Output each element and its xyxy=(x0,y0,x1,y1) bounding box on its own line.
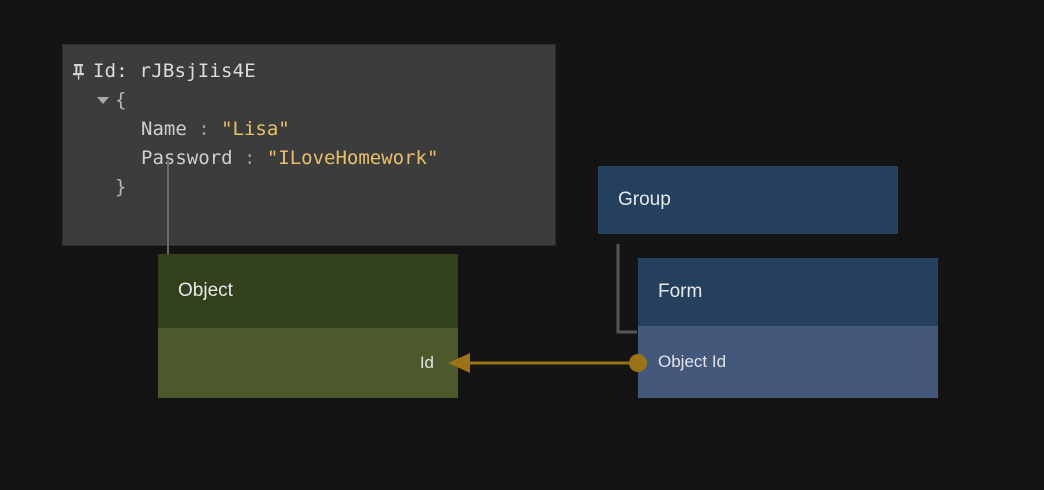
tooltip-title: Id: rJBsjIis4E xyxy=(93,60,256,82)
node-form-row-object-id[interactable]: Object Id xyxy=(638,326,938,398)
node-group-header[interactable]: Group xyxy=(598,166,898,234)
tooltip-field-row: Password : "ILoveHomework" xyxy=(63,144,555,173)
field-separator: : xyxy=(232,147,267,169)
node-object[interactable]: Object Id xyxy=(158,254,458,398)
field-key-password: Password xyxy=(141,147,233,169)
node-form-title: Form xyxy=(658,281,703,302)
tooltip-close-brace-row: } xyxy=(63,173,555,202)
close-brace: } xyxy=(115,176,127,198)
tooltip-open-brace-row: { xyxy=(63,86,555,115)
containment-connector xyxy=(616,244,637,334)
node-object-row-id[interactable]: Id xyxy=(158,328,458,398)
node-form-header[interactable]: Form xyxy=(638,258,938,326)
caret-down-icon xyxy=(97,97,109,104)
tree-guide-line xyxy=(167,160,169,256)
json-inspector-tooltip: Id: rJBsjIis4E { Name : "Lisa" Password … xyxy=(62,44,556,256)
pin-icon[interactable] xyxy=(63,29,93,114)
tree-toggle[interactable] xyxy=(63,97,115,104)
field-value-name: "Lisa" xyxy=(221,118,290,140)
node-form[interactable]: Form Object Id xyxy=(638,258,938,398)
node-form-row-label: Object Id xyxy=(658,352,727,371)
node-object-header[interactable]: Object xyxy=(158,254,458,328)
node-group-title: Group xyxy=(618,189,671,210)
node-group[interactable]: Group xyxy=(598,166,898,234)
field-value-password: "ILoveHomework" xyxy=(266,147,439,169)
field-separator: : xyxy=(186,118,222,140)
node-object-row-label: Id xyxy=(419,353,434,372)
field-key-name: Name xyxy=(141,118,187,140)
tooltip-field-row: Name : "Lisa" xyxy=(63,115,555,144)
node-object-title: Object xyxy=(178,280,233,301)
tooltip-title-row: Id: rJBsjIis4E xyxy=(63,57,555,86)
open-brace: { xyxy=(115,89,127,111)
